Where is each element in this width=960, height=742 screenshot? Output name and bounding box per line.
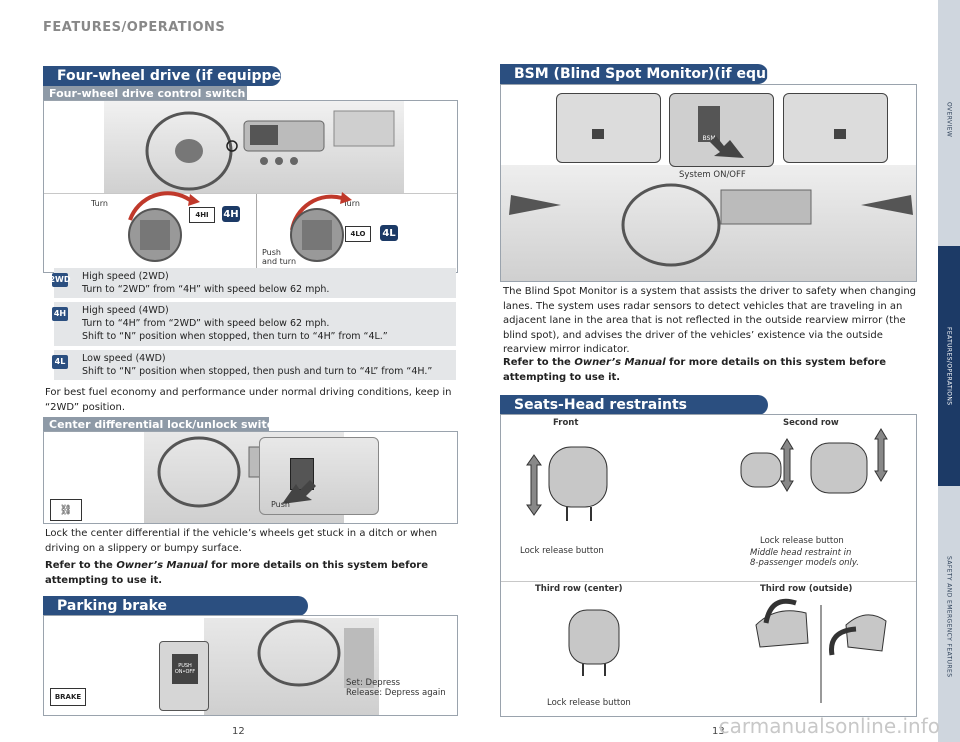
parking-brake-frame: PUSH ON•OFF BRAKE xyxy=(43,615,458,716)
mode-title: Low speed (4WD) xyxy=(82,353,166,364)
bsm-button: BSM xyxy=(698,106,720,142)
4h-mode-badge: 4H xyxy=(52,307,68,321)
4l-mode-badge: 4L xyxy=(52,355,68,369)
diff-lock-icon: ⛓ xyxy=(50,499,82,521)
brake-indicator-icon: BRAKE xyxy=(50,688,86,706)
front-label: Front xyxy=(553,418,579,428)
second-lock-release: Lock release button xyxy=(760,536,844,546)
second-row-label: Second row xyxy=(783,418,839,428)
center-diff-heading: Center differential lock/unlock switch xyxy=(43,417,281,431)
nav-tab-safety[interactable]: SAFETY AND EMERGENCY FEATURES xyxy=(938,492,960,742)
bsm-indicator-left xyxy=(592,129,604,139)
owners-manual-ref: Owner’s Manual xyxy=(116,560,208,571)
system-onoff-label: System ON/OFF xyxy=(679,170,746,180)
third-row-outside-label: Third row (outside) xyxy=(760,584,853,594)
mode-title: High speed (4WD) xyxy=(82,305,169,316)
refer-suffix: for more details on this system before a… xyxy=(503,357,887,383)
bsm-indicator-right xyxy=(834,129,846,139)
divider-line xyxy=(501,581,916,582)
third-row-center-headrest-illustration xyxy=(568,609,620,676)
third-row-center-label: Third row (center) xyxy=(535,584,623,594)
center-diff-description: Lock the center differential if the vehi… xyxy=(45,528,438,554)
second-note-line1: Middle head restraint in xyxy=(750,548,852,558)
nav-tab-label: FEATURES/OPERATIONS xyxy=(945,326,953,406)
nav-tab-overview[interactable]: OVERVIEW xyxy=(938,0,960,240)
mode-text: Turn to “4H” from “2WD” with speed below… xyxy=(82,317,330,329)
center-diff-frame: ⛓ xyxy=(43,431,458,524)
parking-brake-photo xyxy=(204,618,379,715)
watermark: carmanualsonline.info xyxy=(718,714,940,738)
bsm-switch-closeup: BSM xyxy=(669,93,774,167)
mode-title: High speed (2WD) xyxy=(82,271,169,282)
turn-label-left: Turn xyxy=(91,199,108,208)
turn-label-right: Turn xyxy=(343,199,360,208)
fuel-economy-note: For best fuel economy and performance un… xyxy=(45,387,452,413)
refer-prefix: Refer to the xyxy=(45,560,117,571)
push-and-turn-label: Push and turn xyxy=(262,248,297,267)
owners-manual-ref: Owner’s Manual xyxy=(574,357,666,368)
press-arrow-icon xyxy=(282,480,316,504)
right-mirror-closeup xyxy=(783,93,888,163)
brake-pedal-closeup: PUSH ON•OFF xyxy=(159,641,209,711)
seats-title: Seats-Head restraints xyxy=(500,395,768,415)
refer-suffix: for more details on this system before a… xyxy=(45,560,429,586)
fwd-control-heading: Four-wheel drive control switch xyxy=(43,86,247,100)
brake-pedal: PUSH ON•OFF xyxy=(172,654,198,684)
bsm-title: BSM (Blind Spot Monitor)(if equipped) xyxy=(500,64,817,84)
brake-release-text: Release: Depress again xyxy=(346,688,446,698)
front-lock-release: Lock release button xyxy=(520,546,604,556)
second-row-headrest-illustration xyxy=(740,428,888,494)
brake-set-text: Set: Depress xyxy=(346,678,401,688)
refer-prefix: Refer to the xyxy=(503,357,575,368)
bsm-description: The Blind Spot Monitor is a system that … xyxy=(503,286,917,355)
dashboard-sketch xyxy=(145,110,395,191)
nav-tab-features-operations[interactable]: FEATURES/OPERATIONS xyxy=(938,246,960,486)
third-lock-release: Lock release button xyxy=(547,698,631,708)
left-mirror-closeup xyxy=(556,93,661,163)
4hi-label-box: 4HI xyxy=(189,207,215,223)
4l-badge: 4L xyxy=(380,225,398,241)
fwd-illustration-frame xyxy=(43,100,458,273)
mode-text: Shift to “N” position when stopped, then… xyxy=(82,365,433,377)
fwd-title: Four-wheel drive (if equipped) xyxy=(43,66,297,86)
seats-frame xyxy=(500,414,917,717)
second-note-line2: 8-passenger models only. xyxy=(750,558,859,568)
bsm-refer: Refer to the Owner’s Manual for more det… xyxy=(503,356,917,385)
2wd-badge: 2WD xyxy=(49,273,71,287)
press-arrow-icon xyxy=(710,136,744,158)
dashboard-photo xyxy=(104,101,404,193)
dashboard-sketch xyxy=(509,183,913,267)
nav-tab-label: OVERVIEW xyxy=(945,102,953,138)
center-diff-closeup xyxy=(259,437,379,515)
bsm-dashboard-photo xyxy=(501,165,916,281)
mode-row-2wd: 2WD High speed (2WD) Turn to “2WD” from … xyxy=(49,268,456,298)
mode-text: Turn to “2WD” from “4H” with speed below… xyxy=(82,283,330,295)
bsm-frame: BSM xyxy=(500,84,917,282)
side-navigation: OVERVIEW FEATURES/OPERATIONS SAFETY AND … xyxy=(938,0,960,742)
mode-text: Shift to “N” position when stopped, then… xyxy=(82,330,388,342)
parking-brake-title: Parking brake xyxy=(43,596,308,616)
divider-line xyxy=(256,193,257,272)
4hi-knob-illustration xyxy=(128,191,200,262)
divider-line xyxy=(44,193,457,194)
third-row-outside-headrest-illustration xyxy=(755,598,887,703)
nav-tab-label: SAFETY AND EMERGENCY FEATURES xyxy=(945,556,953,678)
4h-badge: 4H xyxy=(222,206,240,222)
mode-row-4l: 4L Low speed (4WD) Shift to “N” position… xyxy=(52,350,456,380)
mode-row-4h: 4H High speed (4WD) Turn to “4H” from “2… xyxy=(52,302,456,346)
4lo-knob-illustration xyxy=(290,192,352,262)
front-headrest-illustration xyxy=(526,446,608,521)
section-title: FEATURES/OPERATIONS xyxy=(43,20,226,35)
push-label: Push xyxy=(271,500,290,509)
4lo-label-box: 4LO xyxy=(345,226,371,242)
center-diff-refer: Refer to the Owner’s Manual for more det… xyxy=(45,559,457,588)
dashboard-sketch xyxy=(257,619,374,688)
page-number-right: 13 xyxy=(712,726,725,737)
page-number-left: 12 xyxy=(232,726,245,737)
